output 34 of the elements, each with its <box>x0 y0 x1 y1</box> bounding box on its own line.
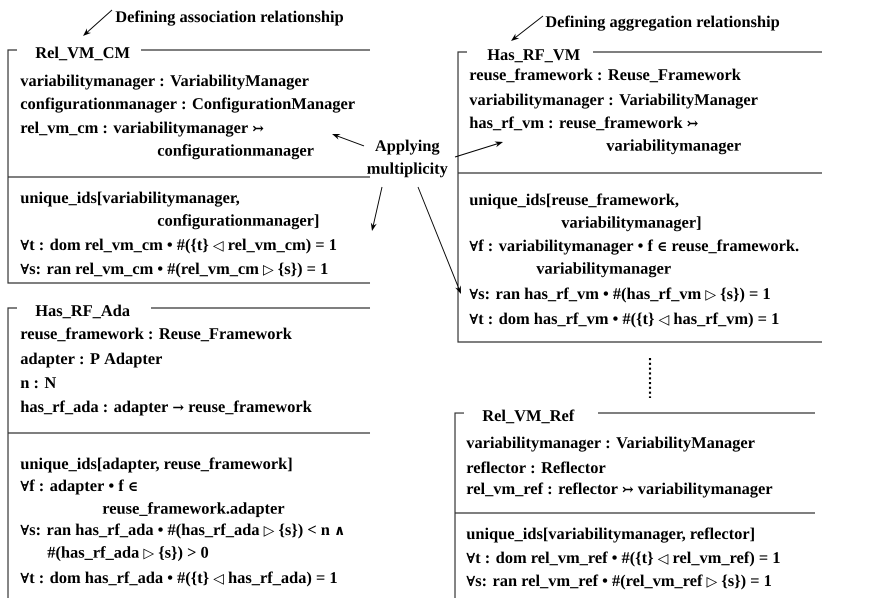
declaration: has_rf_ada : adapter → reuse_framework <box>20 400 312 416</box>
annotation: Defining aggregation relationship <box>546 16 780 31</box>
declaration: variabilitymanager : VariabilityManager <box>466 436 755 452</box>
declaration: reflector : Reflector <box>466 461 606 474</box>
predicate: ∀f : variabilitymanager • f ∈ reuse_framework. variabilitymanager <box>469 239 798 278</box>
declaration: rel_vm_ref : reflector ↣ variabilitymanager <box>466 482 772 498</box>
predicate: ∀t : dom has_rf_vm • #({t} ◁ has_rf_vm) = 1 <box>469 312 778 328</box>
declaration: rel_vm_cm : variabilitymanager ↣ configurationmanager <box>20 122 314 160</box>
predicate: ∀s: ran has_rf_vm • #(has_rf_vm ▷ {s}) = 1 <box>469 287 770 302</box>
predicate: unique_ids[variabilitymanager, reflector] <box>466 527 754 543</box>
predicate: unique_ids[variabilitymanager, configurationmanager] <box>20 192 318 230</box>
declaration: variabilitymanager : VariabilityManager <box>469 94 758 109</box>
annotation: Defining association relationship <box>116 10 344 26</box>
predicate: ∀s: ran has_rf_ada • #(has_rf_ada ▷ {s}) < n ∧ #(has_rf_ada ▷ {s}) > 0 <box>20 523 344 562</box>
predicate: unique_ids[reuse_framework, variabilitymanager] <box>470 193 700 232</box>
predicate: ∀t : dom rel_vm_cm • #({t} ◁ rel_vm_cm) = 1 <box>20 238 336 254</box>
predicate: ∀t : dom has_rf_ada • #({t} ◁ has_rf_ada) = 1 <box>20 571 337 586</box>
predicate: ∀s: ran rel_vm_ref • #(rel_vm_ref ▷ {s}) = 1 <box>466 574 771 590</box>
schema-name: Has_RF_VM <box>488 49 580 62</box>
predicate: ∀f : adapter • f ∈ reuse_framework.adapter <box>20 479 284 518</box>
declaration: adapter : P Adapter <box>20 352 162 368</box>
annotation: Applying multiplicity <box>367 140 448 178</box>
predicate: unique_ids[adapter, reuse_framework] <box>20 457 292 472</box>
schema-name: Rel_VM_CM <box>36 46 130 60</box>
schema-name: Has_RF_Ada <box>36 304 130 318</box>
declaration: n : N <box>20 377 56 388</box>
declaration: reuse_framework : Reuse_Framework <box>470 68 741 82</box>
declaration: configurationmanager : ConfigurationManager <box>20 97 355 113</box>
declaration: has_rf_vm : reuse_framework ↣ variabilitymanager <box>470 116 741 154</box>
schema-name: Rel_VM_Ref <box>482 409 574 424</box>
predicate: ∀s: ran rel_vm_cm • #(rel_vm_cm ▷ {s}) = 1 <box>20 262 328 278</box>
declaration: reuse_framework : Reuse_Framework <box>20 327 292 342</box>
declaration: variabilitymanager : VariabilityManager <box>20 74 309 90</box>
predicate: ∀t : dom rel_vm_ref • #({t} ◁ rel_vm_ref) = 1 <box>466 551 780 566</box>
